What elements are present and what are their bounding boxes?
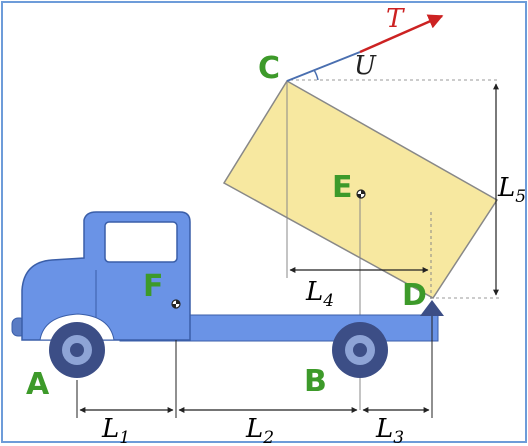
rear-wheel [332, 322, 388, 378]
cab-window [104, 221, 178, 263]
front-wheel [49, 322, 105, 378]
point-label-a: A [26, 367, 50, 402]
angle-arc-u [313, 69, 319, 81]
force-t-arrow [359, 14, 444, 54]
point-label-c: C [258, 51, 280, 86]
center-of-mass-e [356, 189, 366, 199]
hinge-d [420, 300, 444, 316]
cable-line [286, 51, 361, 82]
dim-label-l4: L4 [305, 277, 334, 311]
dim-label-l1: L1 [101, 414, 130, 446]
force-label-t: T [386, 4, 405, 34]
dim-label-l3: L3 [375, 414, 404, 446]
point-label-f: F [143, 269, 164, 304]
point-label-e: E [332, 170, 353, 205]
angle-label-u: U [354, 51, 377, 81]
dim-label-l2: L2 [245, 414, 274, 446]
point-label-d: D [402, 278, 427, 313]
point-label-b: B [304, 364, 327, 399]
dim-label-l5: L5 [497, 173, 526, 207]
center-of-mass-f [171, 299, 181, 309]
